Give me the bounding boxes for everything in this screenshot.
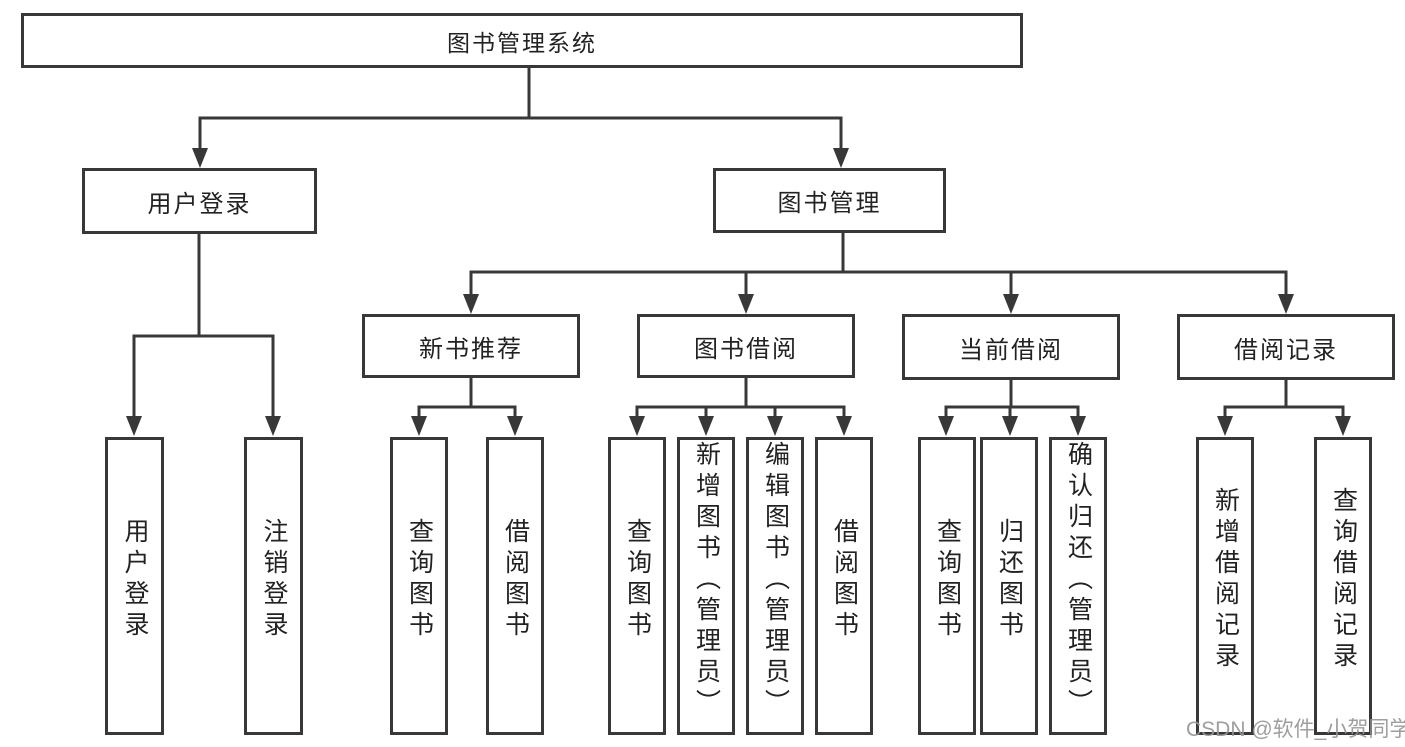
node-add-borrow-record-label: 新增借阅记录 <box>1211 487 1240 673</box>
node-current-borrow-label: 当前借阅 <box>959 336 1063 364</box>
node-user-login-label: 用户登录 <box>147 190 252 218</box>
node-return-book: 归还图书 <box>980 437 1038 735</box>
node-book-borrow: 图书借阅 <box>637 314 855 378</box>
node-confirm-return-admin-label: 确认归还（管理员） <box>1064 440 1093 720</box>
node-borrow-record-label: 借阅记录 <box>1234 336 1338 364</box>
node-edit-book-admin: 编辑图书（管理员） <box>746 437 804 735</box>
csdn-watermark: CSDN @软件_小贺同学 <box>1186 718 1405 741</box>
node-book-mgmt: 图书管理 <box>713 168 946 233</box>
node-query-book-recommend: 查询图书 <box>390 437 448 735</box>
node-query-book-current-label: 查询图书 <box>933 518 962 642</box>
node-query-book-current: 查询图书 <box>918 437 976 735</box>
node-user-login: 用户登录 <box>82 168 317 234</box>
node-logout-leaf: 注销登录 <box>244 437 303 735</box>
tree-edges <box>132 68 1345 418</box>
node-new-book-recommend: 新书推荐 <box>362 314 580 378</box>
node-add-book-admin-label: 新增图书（管理员） <box>692 440 721 720</box>
node-borrow-record: 借阅记录 <box>1177 314 1395 380</box>
node-add-borrow-record: 新增借阅记录 <box>1196 437 1254 735</box>
node-query-book-borrow-label: 查询图书 <box>623 518 652 642</box>
node-query-book-recommend-label: 查询图书 <box>405 518 434 642</box>
node-user-login-leaf-label: 用户登录 <box>121 518 149 642</box>
node-new-book-recommend-label: 新书推荐 <box>419 335 523 363</box>
node-root-label: 图书管理系统 <box>447 29 597 56</box>
node-edit-book-admin-label: 编辑图书（管理员） <box>761 440 790 720</box>
node-current-borrow: 当前借阅 <box>902 314 1120 380</box>
node-query-borrow-record: 查询借阅记录 <box>1314 437 1372 735</box>
node-borrow-book-leaf: 借阅图书 <box>815 437 873 735</box>
node-user-login-leaf: 用户登录 <box>105 437 164 735</box>
node-root: 图书管理系统 <box>21 13 1023 68</box>
node-borrow-book-recommend: 借阅图书 <box>486 437 544 735</box>
node-confirm-return-admin: 确认归还（管理员） <box>1049 437 1107 735</box>
node-query-book-borrow: 查询图书 <box>608 437 666 735</box>
node-return-book-label: 归还图书 <box>995 518 1024 642</box>
node-query-borrow-record-label: 查询借阅记录 <box>1329 487 1358 673</box>
node-logout-leaf-label: 注销登录 <box>260 518 288 642</box>
node-book-borrow-label: 图书借阅 <box>694 335 798 363</box>
node-add-book-admin: 新增图书（管理员） <box>677 437 735 735</box>
node-borrow-book-recommend-label: 借阅图书 <box>501 518 530 642</box>
node-book-mgmt-label: 图书管理 <box>777 190 882 217</box>
node-borrow-book-leaf-label: 借阅图书 <box>830 518 859 642</box>
